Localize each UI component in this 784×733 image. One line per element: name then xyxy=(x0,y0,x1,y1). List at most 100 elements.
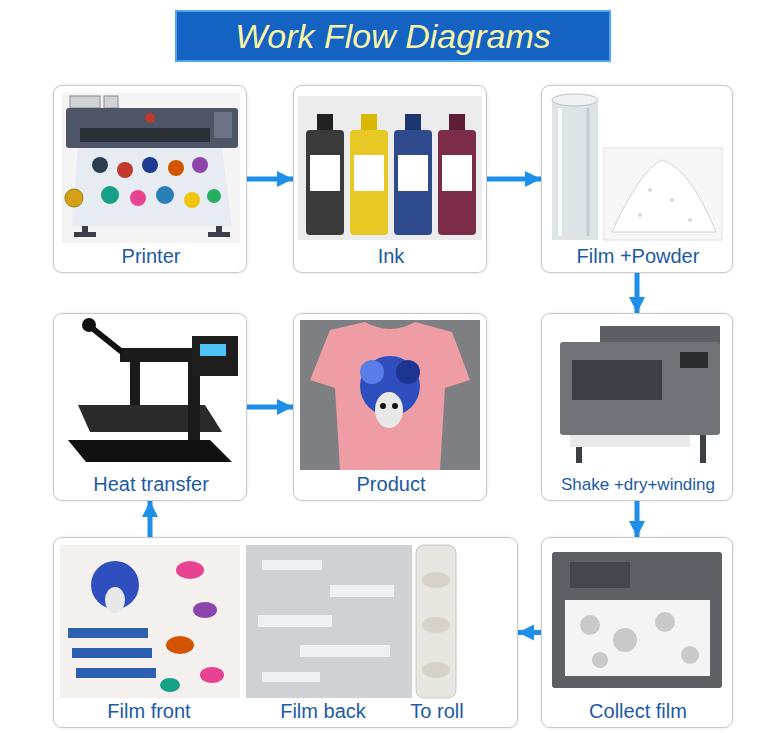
film-samples-illustration-part xyxy=(416,545,456,698)
film-samples-illustration xyxy=(60,545,456,698)
ink-illustration-part xyxy=(306,130,344,235)
printer-illustration xyxy=(62,93,240,243)
heat-press-illustration-part xyxy=(120,348,192,362)
heat-press-illustration-part xyxy=(82,318,96,332)
flow-arrow xyxy=(148,501,153,537)
ink-illustration-part xyxy=(398,155,428,191)
film-powder-illustration xyxy=(552,94,722,240)
process-box: Collect film xyxy=(541,537,733,728)
film-samples-illustration-part xyxy=(262,560,322,570)
ink-illustration-part xyxy=(442,155,472,191)
film-samples-illustration-part xyxy=(330,585,394,597)
flow-arrow xyxy=(247,405,293,410)
printer-illustration-part xyxy=(101,186,119,204)
film-samples-illustration-part xyxy=(193,602,217,618)
film-samples-illustration-part xyxy=(262,672,320,682)
printer-illustration-part xyxy=(80,128,210,142)
ink-illustration xyxy=(298,96,482,240)
film-powder-illustration-part xyxy=(670,198,674,202)
title-text: Work Flow Diagrams xyxy=(235,17,550,56)
collector-machine-illustration-part xyxy=(681,646,699,664)
node-label: Film +Powder xyxy=(577,245,700,267)
printer-illustration-part xyxy=(207,189,221,203)
collector-machine-illustration xyxy=(552,552,722,688)
printer-illustration-part xyxy=(66,108,238,148)
ink-illustration-part xyxy=(298,96,482,240)
ink-illustration-part xyxy=(438,130,476,235)
film-samples-illustration-part xyxy=(422,572,450,588)
printer-illustration-part xyxy=(62,93,240,243)
printer-illustration-part xyxy=(65,189,83,207)
ink-illustration-part xyxy=(405,114,421,132)
film-samples-illustration-part xyxy=(72,648,152,658)
film-samples-illustration-part xyxy=(76,668,156,678)
shaker-machine-illustration xyxy=(560,326,720,463)
flow-arrow xyxy=(635,501,640,537)
printer-illustration-part xyxy=(92,157,108,173)
collector-machine-illustration-part xyxy=(565,600,710,676)
tshirt-illustration-part xyxy=(300,320,480,470)
flow-arrow xyxy=(247,177,293,182)
process-box: Shake +dry+winding xyxy=(541,313,733,501)
film-powder-illustration-part xyxy=(552,94,598,106)
printer-illustration-part xyxy=(117,162,133,178)
printer-illustration-part xyxy=(168,160,184,176)
film-samples-illustration-part xyxy=(105,587,125,613)
process-box: Film +Powder xyxy=(541,85,733,273)
film-samples-illustration-part xyxy=(200,667,224,683)
node-label: Heat transfer xyxy=(93,473,209,495)
node-label: To roll xyxy=(410,700,463,722)
printer-illustration-part xyxy=(214,112,232,138)
film-powder-illustration-part xyxy=(552,100,598,240)
ink-illustration-part xyxy=(361,114,377,132)
printer-illustration-part xyxy=(192,157,208,173)
printer-illustration-part xyxy=(104,96,118,108)
ink-illustration-part xyxy=(310,155,340,191)
node-label: Film front xyxy=(107,700,190,722)
printer-illustration-part xyxy=(130,190,146,206)
collector-machine-illustration-part xyxy=(570,562,630,588)
film-samples-illustration-part xyxy=(160,678,180,692)
printer-illustration-part xyxy=(70,96,100,108)
tshirt-illustration-part xyxy=(375,392,403,428)
film-samples-illustration-part xyxy=(258,615,332,627)
heat-press-illustration xyxy=(68,318,238,462)
node-label: Shake +dry+winding xyxy=(561,476,715,495)
film-samples-illustration-part xyxy=(300,645,390,657)
tshirt-illustration-part xyxy=(360,360,384,384)
heat-press-illustration-part xyxy=(78,405,222,432)
ink-illustration-part xyxy=(394,130,432,235)
printer-illustration-part xyxy=(72,148,232,226)
heat-press-illustration-part xyxy=(92,328,122,352)
film-powder-illustration-part xyxy=(688,218,692,222)
process-box: Heat transfer xyxy=(53,313,247,501)
film-samples-illustration-part xyxy=(176,561,204,579)
printer-illustration-part xyxy=(184,192,200,208)
printer-illustration-part xyxy=(208,232,230,237)
film-samples-illustration-part xyxy=(60,545,240,698)
tshirt-illustration-part xyxy=(310,322,470,470)
shaker-machine-illustration-part xyxy=(572,360,662,400)
shaker-machine-illustration-part xyxy=(560,342,720,435)
film-powder-illustration-part xyxy=(558,108,562,236)
heat-press-illustration-part xyxy=(200,344,226,356)
collector-machine-illustration-part xyxy=(552,552,722,688)
heat-press-illustration-part xyxy=(192,336,238,376)
film-samples-illustration-part xyxy=(422,617,450,633)
ink-illustration-part xyxy=(354,155,384,191)
collector-machine-illustration-part xyxy=(655,612,675,632)
film-powder-illustration-part xyxy=(648,188,652,192)
process-box: Printer xyxy=(53,85,247,273)
node-label: Collect film xyxy=(589,700,687,722)
ink-illustration-part xyxy=(449,114,465,132)
film-samples-illustration-part xyxy=(166,636,194,654)
collector-machine-illustration-part xyxy=(613,628,637,652)
flow-arrow xyxy=(487,177,541,182)
shaker-machine-illustration-part xyxy=(680,352,708,368)
flow-arrow xyxy=(635,273,640,313)
film-samples-illustration-part xyxy=(246,545,412,698)
heat-press-illustration-part xyxy=(68,440,232,462)
